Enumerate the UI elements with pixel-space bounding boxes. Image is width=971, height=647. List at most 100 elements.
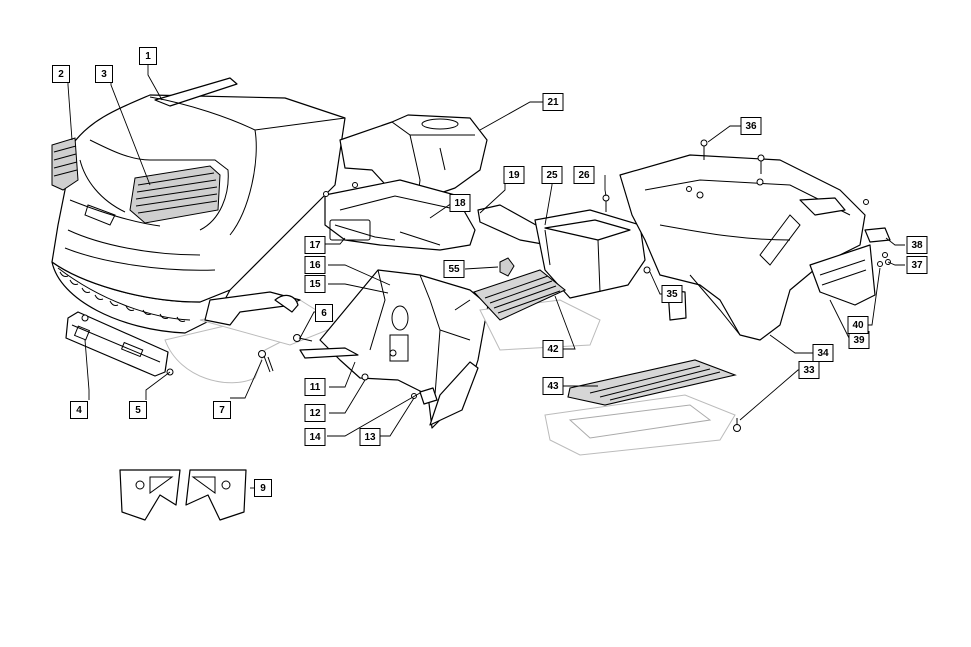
callout-box: [304, 256, 326, 274]
callout-box: [503, 166, 525, 184]
fender-screws: [700, 139, 891, 267]
callout-box: [254, 479, 272, 497]
callout-40: 40: [847, 316, 869, 334]
callout-box: [542, 377, 564, 395]
callout-box: [661, 285, 683, 303]
callout-number: 34: [817, 348, 829, 359]
callout-number: 9: [260, 483, 266, 494]
callout-number: 38: [911, 240, 923, 251]
fender-side-trim: [809, 227, 891, 306]
floor-mat-43: [544, 359, 737, 456]
callout-number: 37: [911, 260, 923, 271]
callout-33: 33: [798, 361, 820, 379]
callout-14: 14: [304, 428, 326, 446]
callout-15: 15: [304, 275, 326, 293]
callout-number: 19: [508, 170, 520, 181]
callout-number: 7: [219, 405, 225, 416]
callout-37: 37: [906, 256, 928, 274]
callout-number: 43: [547, 381, 559, 392]
callout-number: 33: [803, 365, 815, 376]
callout-box: [542, 93, 564, 111]
callout-26: 26: [573, 166, 595, 184]
rubber-grip-55: [499, 257, 515, 277]
callout-number: 12: [309, 408, 321, 419]
callout-number: 5: [135, 405, 141, 416]
heat-shields: [119, 469, 247, 521]
callout-number: 3: [101, 69, 107, 80]
callout-box: [213, 401, 231, 419]
callout-12: 12: [304, 404, 326, 422]
callout-42: 42: [542, 340, 564, 358]
callout-box: [812, 344, 834, 362]
front-grille-insert: [51, 137, 79, 191]
callout-box: [304, 236, 326, 254]
floor-mat-42: [473, 269, 601, 351]
callout-36: 36: [740, 117, 762, 135]
callout-16: 16: [304, 256, 326, 274]
callout-number: 36: [745, 121, 757, 132]
callout-43: 43: [542, 377, 564, 395]
callout-19: 19: [503, 166, 525, 184]
callout-number: 26: [578, 170, 590, 181]
callout-box: [542, 340, 564, 358]
callout-39: 39: [848, 331, 870, 349]
callout-box: [304, 378, 326, 396]
callout-box: [304, 275, 326, 293]
callout-box: [52, 65, 70, 83]
hinge-bracket: [204, 291, 313, 342]
callout-box: [70, 401, 88, 419]
callout-25: 25: [541, 166, 563, 184]
callout-7: 7: [213, 401, 231, 419]
foot-pedal-bar: [299, 347, 397, 381]
screw-33: [733, 418, 741, 432]
callout-number: 13: [364, 432, 376, 443]
callout-number: 21: [547, 97, 559, 108]
callout-number: 16: [309, 260, 321, 271]
callout-box: [449, 194, 471, 212]
hood-assembly: [51, 77, 346, 334]
callout-55: 55: [443, 260, 465, 278]
bolt-7: [258, 350, 274, 373]
callout-38: 38: [906, 236, 928, 254]
callout-35: 35: [661, 285, 683, 303]
callout-number: 4: [76, 405, 82, 416]
callout-box: [95, 65, 113, 83]
callout-number: 18: [454, 198, 466, 209]
callout-34: 34: [812, 344, 834, 362]
callout-number: 35: [666, 289, 678, 300]
callout-3: 3: [95, 65, 113, 83]
callout-number: 6: [321, 308, 327, 319]
callout-21: 21: [542, 93, 564, 111]
callout-number: 11: [310, 382, 321, 393]
callout-5: 5: [129, 401, 147, 419]
callout-box: [359, 428, 381, 446]
callout-box: [541, 166, 563, 184]
callout-box: [315, 304, 333, 322]
callout-box: [847, 316, 869, 334]
callout-box: [139, 47, 157, 65]
callout-box: [443, 260, 465, 278]
callout-number: 2: [58, 69, 64, 80]
callout-number: 42: [547, 344, 559, 355]
callout-box: [573, 166, 595, 184]
callout-4: 4: [70, 401, 88, 419]
callout-1: 1: [139, 47, 157, 65]
callout-number: 14: [309, 432, 321, 443]
callout-box: [304, 404, 326, 422]
dash-panel-lower: [323, 179, 476, 251]
front-bracket: [65, 311, 174, 377]
screw-26: [602, 194, 610, 212]
callout-2: 2: [52, 65, 70, 83]
fuel-tank: [534, 209, 646, 299]
side-trim: [429, 361, 479, 426]
callout-number: 39: [853, 335, 865, 346]
callout-box: [740, 117, 762, 135]
callout-9: 9: [254, 479, 272, 497]
callout-number: 15: [309, 279, 321, 290]
callout-18: 18: [449, 194, 471, 212]
callout-box: [906, 256, 928, 274]
callout-11: 11: [304, 378, 326, 396]
rear-fender: [619, 154, 869, 341]
